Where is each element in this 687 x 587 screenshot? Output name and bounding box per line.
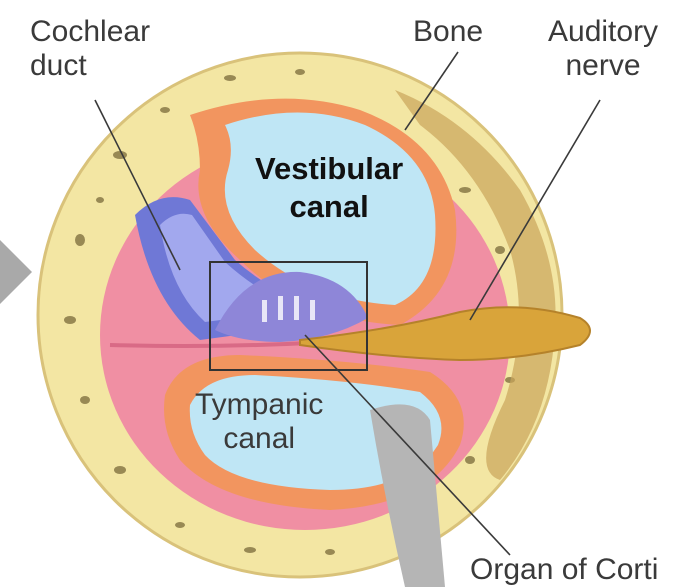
label-vestibular-canal: Vestibular canal	[255, 150, 403, 226]
label-tympanic-canal-line1: Tympanic	[195, 388, 323, 422]
label-auditory-nerve-line2: nerve	[548, 49, 658, 83]
label-auditory-nerve: Auditory nerve	[548, 15, 658, 83]
label-cochlear-duct-line2: duct	[30, 49, 150, 83]
left-arrow-icon	[0, 240, 32, 304]
label-vestibular-canal-line2: canal	[255, 188, 403, 226]
label-bone: Bone	[413, 15, 483, 49]
label-tympanic-canal-line2: canal	[195, 422, 323, 456]
label-organ-of-corti: Organ of Corti	[470, 553, 658, 587]
label-vestibular-canal-line1: Vestibular	[255, 150, 403, 188]
label-auditory-nerve-line1: Auditory	[548, 15, 658, 49]
label-cochlear-duct: Cochlear duct	[30, 15, 150, 83]
label-tympanic-canal: Tympanic canal	[195, 388, 323, 456]
label-cochlear-duct-line1: Cochlear	[30, 15, 150, 49]
